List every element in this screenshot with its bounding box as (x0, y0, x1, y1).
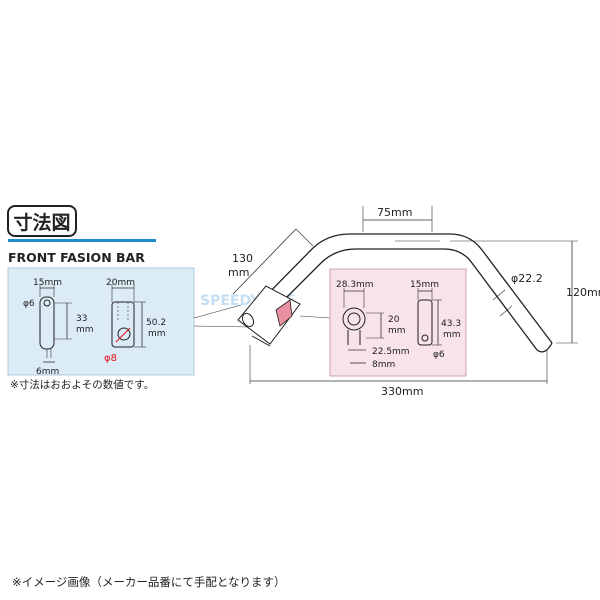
left-offset-value: 33 (76, 314, 87, 324)
approx-note: ※寸法はおおよその数値です。 (10, 378, 154, 391)
tab-hole-label: φ6 (433, 350, 445, 360)
tab-height-value: 43.3 (441, 319, 461, 329)
clamp-spacing-label: 22.5mm (372, 347, 410, 357)
bar-right-end (536, 342, 553, 353)
product-name: FRONT FASION BAR (8, 250, 145, 265)
bracket-height-value: 50.2 (146, 318, 166, 328)
fashion-bar (248, 233, 553, 353)
dimension-badge: 寸法図 (7, 205, 77, 237)
left-bottom-width-label: 6mm (36, 367, 59, 377)
header-accent-line (8, 239, 156, 242)
bar-height-label: 120mm (566, 286, 600, 299)
right-tab-outline (417, 299, 433, 346)
clamp-ring-inner (347, 312, 361, 326)
bracket-hole-label: φ8 (104, 353, 117, 364)
bar-dimensions: 75mm 130 mm φ22.2 120mm 330mm (228, 206, 600, 398)
bar-side-length-value: 130 (232, 252, 253, 265)
clamp-width-label: 28.3mm (336, 280, 374, 290)
tab-width-label: 15mm (410, 280, 439, 290)
mount-rubber (275, 299, 293, 327)
right-tab-hole (421, 334, 429, 342)
bar-outer-edge (248, 233, 553, 344)
clamp-ring-outer (342, 307, 366, 331)
right-detail-panel: 28.3mm 20 mm 22.5mm 8mm 15mm 43.3 mm φ6 (329, 268, 467, 377)
left-hole-dia-label: φ6 (23, 299, 35, 309)
left-top-width-label: 15mm (33, 278, 62, 288)
small-tab-hole (43, 299, 51, 307)
left-detail-panel: 15mm φ6 33 mm 6mm 20mm 50.2 mm φ8 (7, 267, 195, 377)
bar-side-length-unit: mm (228, 266, 249, 279)
bracket-hole (117, 327, 131, 341)
bar-inner-edge (261, 248, 538, 351)
left-mount (237, 285, 301, 347)
bar-tube-dia-label: φ22.2 (511, 272, 543, 285)
clamp-bottom-label: 8mm (372, 360, 395, 370)
dimension-badge-label: 寸法図 (13, 211, 70, 234)
bracket-outline (111, 301, 135, 348)
left-offset-unit: mm (76, 325, 94, 335)
bar-top-width-label: 75mm (377, 206, 412, 219)
clamp-offset-value: 20 (388, 315, 400, 325)
clamp-offset-unit: mm (388, 326, 406, 336)
image-caption: ※イメージ画像（メーカー品番にて手配となります） (12, 575, 286, 589)
bracket-width-label: 20mm (106, 278, 135, 288)
tab-height-unit: mm (443, 330, 461, 340)
bracket-height-unit: mm (148, 329, 166, 339)
bar-overall-width-label: 330mm (381, 385, 423, 398)
